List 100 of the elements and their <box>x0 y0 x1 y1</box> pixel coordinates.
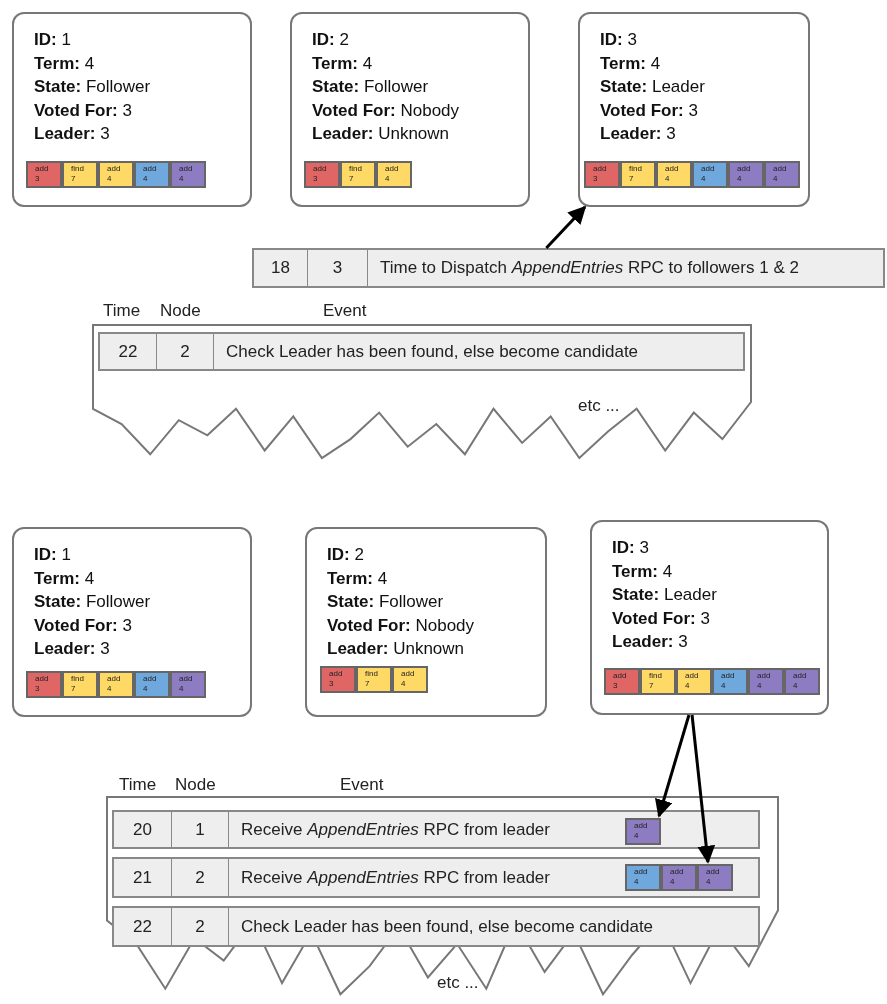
entry-text: add 4 <box>634 867 648 887</box>
server-field: Leader: 3 <box>612 630 717 654</box>
log-entry <box>584 161 620 188</box>
log-entry <box>340 161 376 188</box>
server-field: Term: 4 <box>34 51 151 75</box>
server-card <box>12 527 252 717</box>
etc-text: etc ... <box>578 396 620 416</box>
log-entry <box>134 161 170 188</box>
entry-text: add 3 <box>329 669 343 689</box>
entry-text: add 4 <box>670 867 684 887</box>
event-cell: 3 <box>308 250 368 286</box>
log-entry <box>625 864 661 891</box>
server-field: Voted For: Nobody <box>312 98 460 122</box>
log-entry <box>676 668 712 695</box>
server-field: ID: 1 <box>34 28 151 52</box>
event-text: Receive AppendEntries RPC from leader <box>240 818 550 841</box>
column-header: Node <box>160 301 201 321</box>
log-entry <box>98 161 134 188</box>
log-entry <box>134 671 170 698</box>
log-entry <box>712 668 748 695</box>
arrow <box>545 205 587 250</box>
log-entry <box>98 671 134 698</box>
entry-text: add 3 <box>613 671 627 691</box>
server-field: Voted For: Nobody <box>327 613 475 637</box>
entry-text: add 3 <box>313 164 327 184</box>
log-entry <box>728 161 764 188</box>
log-entry <box>661 864 697 891</box>
column-header: Time <box>119 775 157 795</box>
log-entry <box>26 671 62 698</box>
entry-text: add 4 <box>107 674 121 694</box>
entry-text: add 3 <box>35 674 49 694</box>
server-card <box>305 527 547 717</box>
event-cell: 1 <box>172 812 229 847</box>
event-row <box>112 906 760 947</box>
event-text: Receive AppendEntries RPC from leader <box>240 866 550 889</box>
log-entry <box>620 161 656 188</box>
server-field: ID: 1 <box>34 543 151 567</box>
server-field: Term: 4 <box>600 51 705 75</box>
event-cell: 18 <box>254 250 308 286</box>
server-field: Leader: 3 <box>34 122 151 146</box>
entry-text: add 4 <box>143 164 157 184</box>
log-entry <box>320 666 356 693</box>
entry-text: add 4 <box>685 671 699 691</box>
server-field: Voted For: 3 <box>34 98 151 122</box>
entry-text: find 7 <box>629 164 642 184</box>
server-field: Voted For: 3 <box>34 613 151 637</box>
entry-text: add 4 <box>701 164 715 184</box>
event-text: Time to Dispatch AppendEntries RPC to followers 1 & 2 <box>379 257 799 280</box>
server-field: Term: 4 <box>327 566 475 590</box>
server-field: Term: 4 <box>612 559 717 583</box>
entry-text: add 4 <box>143 674 157 694</box>
etc-text: etc ... <box>437 973 479 993</box>
event-cell: 2 <box>157 334 214 369</box>
server-field: ID: 3 <box>600 28 705 52</box>
server-card <box>12 12 252 207</box>
log-entry <box>62 161 98 188</box>
event-text: Check Leader has been found, else become candidate <box>225 340 639 363</box>
log-entry <box>784 668 820 695</box>
server-card <box>578 12 810 207</box>
log-entry <box>304 161 340 188</box>
entry-text: add 4 <box>385 164 399 184</box>
server-field: Leader: Unknown <box>312 122 460 146</box>
log-entry <box>625 818 661 845</box>
entry-text: add 4 <box>737 164 751 184</box>
log-entry <box>170 161 206 188</box>
column-header: Event <box>323 301 367 321</box>
column-header: Event <box>340 775 384 795</box>
event-cell: 20 <box>114 812 172 847</box>
column-header: Node <box>175 775 216 795</box>
log-entry <box>764 161 800 188</box>
server-field: Voted For: 3 <box>612 606 717 630</box>
event-cell: 22 <box>114 908 172 945</box>
log-entry <box>656 161 692 188</box>
entry-text: add 4 <box>179 164 193 184</box>
log-entry <box>692 161 728 188</box>
server-field: Voted For: 3 <box>600 98 705 122</box>
entry-text: add 4 <box>179 674 193 694</box>
event-row <box>112 857 760 898</box>
log-entry <box>170 671 206 698</box>
server-field: State: Leader <box>612 583 717 607</box>
entry-text: add 4 <box>721 671 735 691</box>
event-row <box>98 332 745 371</box>
server-field: State: Follower <box>34 590 151 614</box>
server-field: Leader: 3 <box>34 637 151 661</box>
server-field: Term: 4 <box>34 566 151 590</box>
server-field: ID: 3 <box>612 536 717 560</box>
event-cell: 21 <box>114 859 172 896</box>
entry-text: add 4 <box>793 671 807 691</box>
server-field: State: Follower <box>312 75 460 99</box>
server-field: Leader: 3 <box>600 122 705 146</box>
entry-text: add 4 <box>634 821 648 841</box>
entry-text: add 4 <box>757 671 771 691</box>
server-card <box>590 520 829 715</box>
server-field: State: Leader <box>600 75 705 99</box>
log-entry <box>640 668 676 695</box>
event-row <box>112 810 760 849</box>
entry-text: find 7 <box>71 164 84 184</box>
server-field: Leader: Unknown <box>327 637 475 661</box>
entry-text: add 4 <box>773 164 787 184</box>
log-entry <box>26 161 62 188</box>
